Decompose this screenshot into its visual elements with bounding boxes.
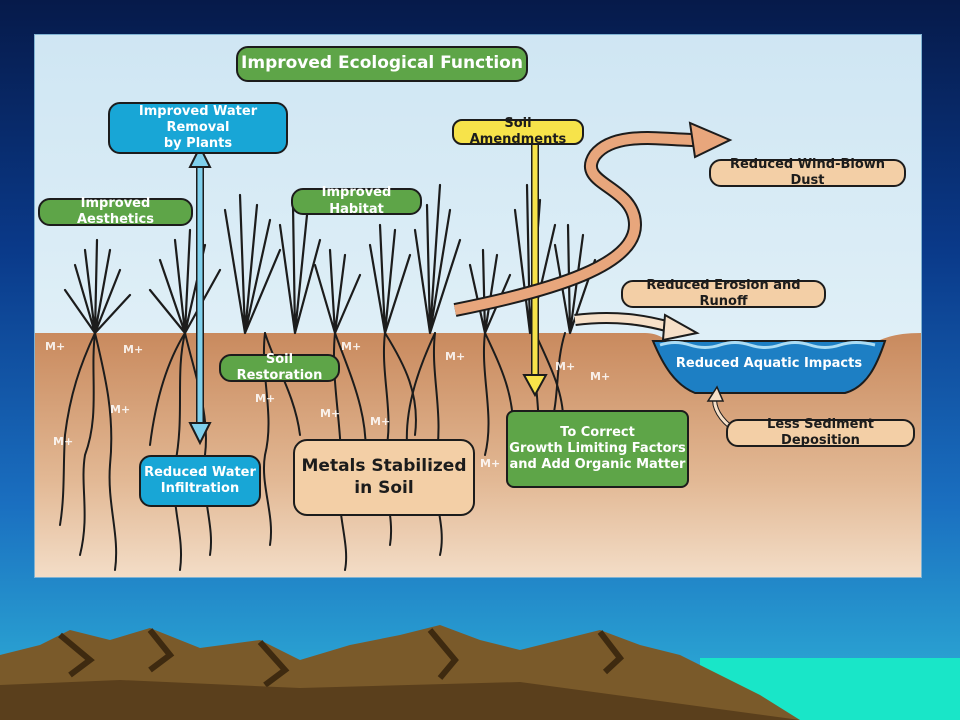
to-correct-label: To Correct Growth Limiting Factors and A… <box>506 410 689 488</box>
improved-habitat-label: Improved Habitat <box>291 185 422 217</box>
metal-marker: M+ <box>45 340 66 353</box>
water-removal-arrow <box>188 144 212 446</box>
metal-marker: M+ <box>320 407 341 420</box>
improved-aesthetics-label: Improved Aesthetics <box>38 196 193 227</box>
improved-water-removal-label: Improved Water Removal by Plants <box>108 102 288 154</box>
metal-marker: M+ <box>255 392 276 405</box>
mountain-range <box>0 625 960 720</box>
reduced-wind-blown-dust-label: Reduced Wind-Blown Dust <box>709 157 906 188</box>
erosion-arrow <box>574 311 700 342</box>
metal-marker: M+ <box>445 350 466 363</box>
soil-restoration-label: Soil Restoration <box>219 352 340 383</box>
metal-marker: M+ <box>341 340 362 353</box>
metals-stabilized-label: Metals Stabilized in Soil <box>293 439 475 516</box>
less-sediment-deposition-label: Less Sediment Deposition <box>726 417 915 448</box>
dust-arrow <box>453 121 733 317</box>
soil-amendments-arrow <box>522 145 548 398</box>
pond <box>651 340 887 394</box>
metal-marker: M+ <box>480 457 501 470</box>
metal-marker: M+ <box>370 415 391 428</box>
soil-amendments-label: Soil Amendments <box>452 116 584 147</box>
metal-marker: M+ <box>53 435 74 448</box>
reduced-erosion-runoff-label: Reduced Erosion and Runoff <box>621 278 826 309</box>
reduced-water-infiltration-label: Reduced Water Infiltration <box>139 455 261 507</box>
metal-marker: M+ <box>110 403 131 416</box>
metal-marker: M+ <box>555 360 576 373</box>
improved-ecological-function-label: Improved Ecological Function <box>236 46 528 82</box>
reduced-aquatic-impacts-label: Reduced Aquatic Impacts <box>675 355 863 371</box>
soil-ground <box>35 121 921 577</box>
metal-marker: M+ <box>590 370 611 383</box>
metal-marker: M+ <box>123 343 144 356</box>
